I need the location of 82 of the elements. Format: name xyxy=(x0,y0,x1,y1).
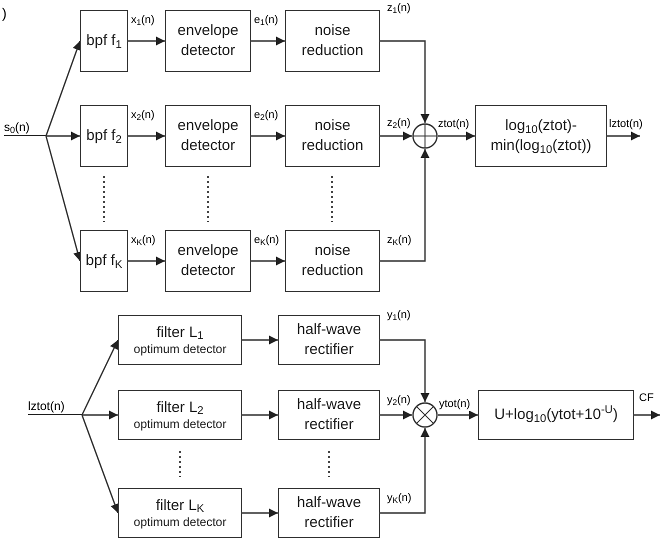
arrow xyxy=(128,132,165,140)
arrow xyxy=(380,339,430,402)
box-title: noise reduction xyxy=(300,116,364,156)
edge-label: y$_{1}$(n) xyxy=(386,309,412,322)
arrow xyxy=(251,256,285,266)
signal-label: s$_{0}$(n) xyxy=(4,120,46,136)
process-box xyxy=(285,105,380,167)
edge-label: ztot(n) xyxy=(437,118,470,131)
edge-label: z$_{2}$(n) xyxy=(386,117,412,130)
process-box xyxy=(285,230,380,292)
multiplier-circle xyxy=(412,402,438,428)
arrow xyxy=(438,410,478,420)
edge-label: ytot(n) xyxy=(438,398,472,411)
box-subtitle: optimum detector xyxy=(134,416,226,432)
arrow xyxy=(634,410,660,420)
box-title: envelope detector xyxy=(176,241,240,281)
process-box xyxy=(118,390,242,440)
process-box xyxy=(278,315,380,365)
arrow xyxy=(45,136,82,262)
arrow xyxy=(128,256,165,266)
box-title: half-wave rectifier xyxy=(296,320,362,360)
summing-circle xyxy=(412,123,438,149)
box-title: filter L$_{K}$ xyxy=(156,496,204,514)
edge-label: y$_{K}$(n) xyxy=(386,492,412,505)
arrow xyxy=(45,40,82,136)
box-title: envelope detector xyxy=(176,116,240,156)
edge-label: lztot(n) xyxy=(608,118,644,131)
arrow xyxy=(380,132,412,140)
signal-label: lztot(n) xyxy=(28,399,82,415)
arrow xyxy=(251,132,285,140)
process-box xyxy=(475,105,607,167)
process-box xyxy=(118,488,242,538)
box-title: half-wave rectifier xyxy=(296,395,362,435)
box-title: filter L$_{2}$ xyxy=(156,398,204,416)
edge-label: e$_{2}$(n) xyxy=(253,109,280,122)
process-box xyxy=(165,10,251,72)
box-title: noise reduction xyxy=(300,241,364,281)
arrow xyxy=(242,410,278,420)
edge-label: x$_{1}$(n) xyxy=(130,14,156,27)
arrow xyxy=(380,428,430,514)
arrow xyxy=(380,410,412,420)
box-subtitle: optimum detector xyxy=(134,514,226,530)
arrow xyxy=(81,414,120,514)
process-box xyxy=(278,488,380,538)
box-title: bpf f$_{2}$ xyxy=(85,126,123,146)
edge-label: x$_{K}$(n) xyxy=(130,234,156,247)
arrow xyxy=(46,132,80,140)
panel-label: ) xyxy=(2,6,7,20)
edge-label: z$_{1}$(n) xyxy=(386,2,412,15)
box-title: filter L$_{1}$ xyxy=(156,324,204,342)
process-box xyxy=(478,390,634,440)
edge-label: e$_{1}$(n) xyxy=(253,14,280,27)
box-title: envelope detector xyxy=(176,21,240,61)
process-box xyxy=(165,230,251,292)
process-box xyxy=(118,315,242,365)
box-title: bpf f$_{1}$ xyxy=(85,31,123,51)
box-subtitle: optimum detector xyxy=(134,342,226,356)
arrow xyxy=(380,40,430,123)
arrow xyxy=(82,410,118,420)
process-box xyxy=(285,10,380,72)
box-title: log$_{10}$(ztot)- min(log$_{10}$(ztot)) xyxy=(490,116,592,156)
arrow xyxy=(242,336,278,344)
arrow xyxy=(380,149,430,262)
arrow xyxy=(81,340,119,416)
box-title: half-wave rectifier xyxy=(296,493,362,533)
arrow xyxy=(242,508,278,518)
arrow xyxy=(438,132,475,140)
process-box xyxy=(80,10,128,72)
edge-label: x$_{2}$(n) xyxy=(130,109,156,122)
arrow xyxy=(251,36,285,46)
process-box xyxy=(278,390,380,440)
edge-label: z$_{K}$(n) xyxy=(386,234,412,247)
box-title: U+log$_{10}$(ytot+10$^{-U}$) xyxy=(493,405,619,425)
process-box xyxy=(80,105,128,167)
box-title: noise reduction xyxy=(300,21,364,61)
box-title: bpf f$_{K}$ xyxy=(84,251,124,271)
process-box xyxy=(165,105,251,167)
edge-label: y$_{2}$(n) xyxy=(386,394,412,407)
arrow xyxy=(607,132,640,140)
edge-label: e$_{K}$(n) xyxy=(253,234,280,247)
arrow xyxy=(128,36,165,46)
process-box xyxy=(80,230,128,292)
